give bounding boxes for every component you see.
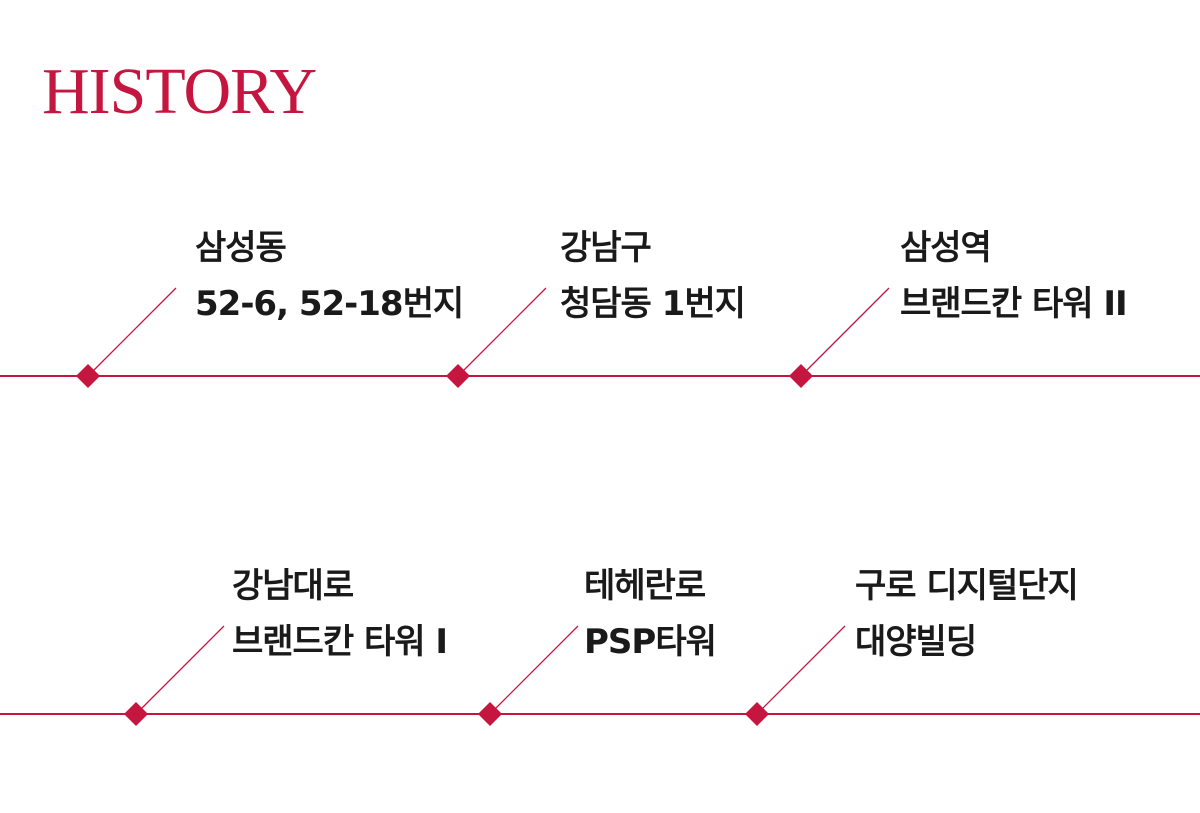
history-item: 구로 디지털단지 대양빌딩 <box>855 558 1079 670</box>
timeline-marker <box>124 702 148 726</box>
connector-line <box>756 625 846 715</box>
history-item-location: 강남대로 <box>232 566 354 606</box>
connector-line <box>457 287 547 377</box>
history-item-address: 대양빌딩 <box>855 622 977 662</box>
connector-line <box>87 287 177 377</box>
connector-line <box>135 625 225 715</box>
timeline-marker <box>745 702 769 726</box>
history-item-location: 강남구 <box>560 228 652 268</box>
timeline-marker <box>789 364 813 388</box>
connector-line <box>800 287 890 377</box>
history-item-address: 청담동 1번지 <box>560 284 746 324</box>
connector-line <box>489 625 579 715</box>
history-item-address: 52-6, 52-18번지 <box>195 284 464 324</box>
history-item-address: 브랜드칸 타워 II <box>900 284 1128 324</box>
history-item-location: 삼성역 <box>900 228 992 268</box>
page-title: HISTORY <box>42 55 317 128</box>
history-item-location: 구로 디지털단지 <box>855 566 1079 606</box>
history-item: 강남대로 브랜드칸 타워 I <box>232 558 448 670</box>
history-item-address: PSP타워 <box>584 622 717 662</box>
timeline-marker <box>76 364 100 388</box>
history-item-location: 테헤란로 <box>584 566 706 606</box>
timeline-marker <box>446 364 470 388</box>
timeline-marker <box>478 702 502 726</box>
history-item: 삼성동 52-6, 52-18번지 <box>195 220 464 332</box>
history-item: 강남구 청담동 1번지 <box>560 220 746 332</box>
history-item: 테헤란로 PSP타워 <box>584 558 717 670</box>
history-item-address: 브랜드칸 타워 I <box>232 622 448 662</box>
history-item: 삼성역 브랜드칸 타워 II <box>900 220 1128 332</box>
history-item-location: 삼성동 <box>195 228 287 268</box>
